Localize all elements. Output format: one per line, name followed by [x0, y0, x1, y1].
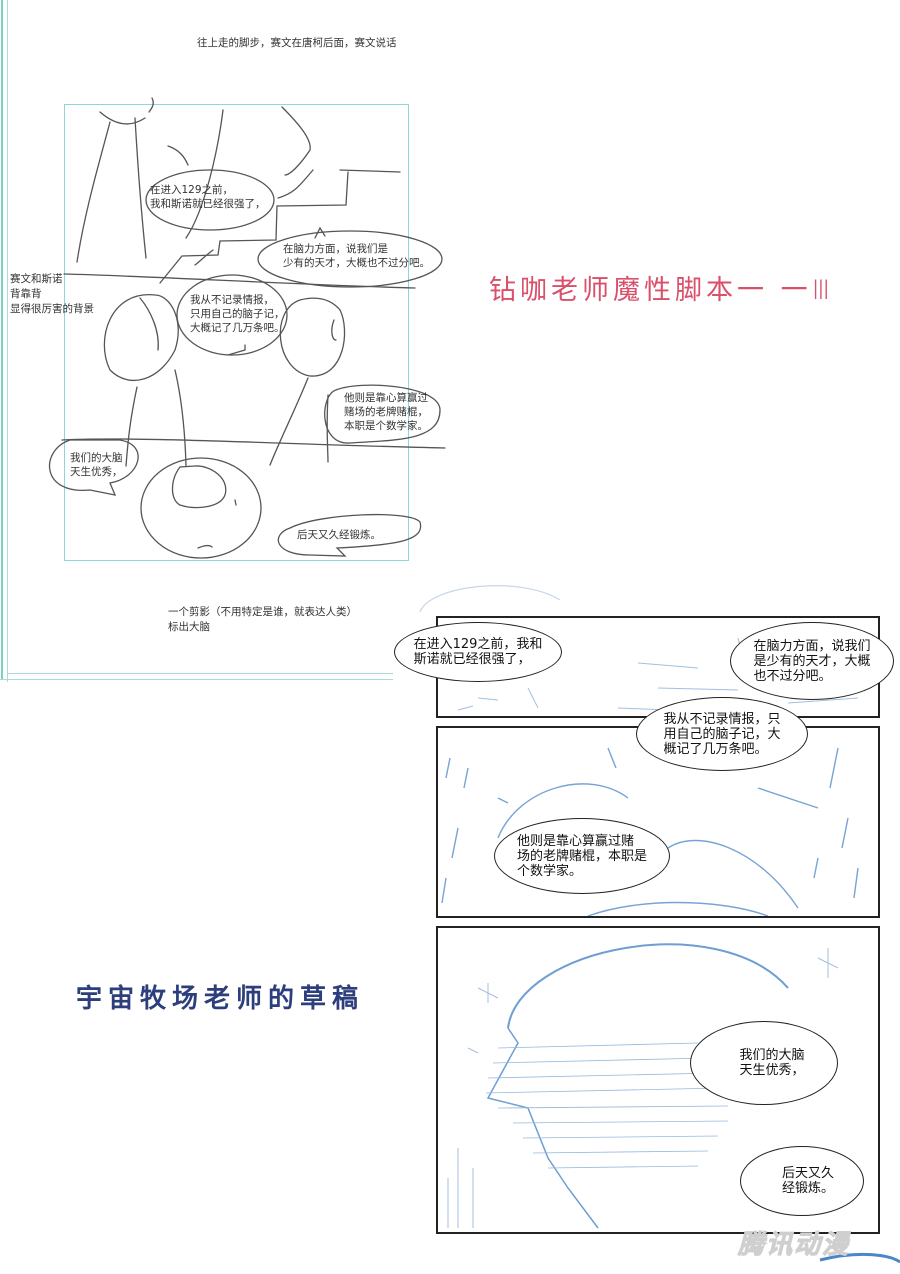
sketch-bubble: 在脑力方面，说我们是 少有的天才，大概也不过分吧。 — [283, 243, 430, 269]
panel-3-brain-art — [447, 943, 839, 1229]
comic-bubble: 在脑力方面，说我们 是少有的天才，大概 也不过分吧。 — [730, 622, 894, 700]
comic-bubble: 后天又久 经锻炼。 — [740, 1146, 864, 1216]
panel-2-art — [441, 747, 859, 916]
draft-credit-title: 宇宙牧场老师的草稿 — [76, 984, 365, 1014]
sketch-bubble: 后天又久经锻炼。 — [297, 529, 381, 541]
page-margin-line — [1, 0, 3, 680]
sketch-bubble: 在进入129之前， 我和斯诺就已经很强了， — [150, 184, 266, 210]
watermark-logo: 腾讯动漫 — [737, 1230, 851, 1261]
sketch-bubble: 我们的大脑 天生优秀， — [70, 452, 123, 478]
sketch-frame-guide — [64, 104, 409, 561]
sketch-bottom-note: 一个剪影（不用特定是谁，就表达人类） 标出大脑 — [168, 606, 357, 633]
comic-bubble: 我从不记录情报，只 用自己的脑子记，大 概记了几万条吧。 — [636, 697, 808, 771]
sketch-top-note: 往上走的脚步，赛文在唐柯后面，赛文说话 — [197, 37, 397, 49]
script-credit-title: 钻咖老师魔性脚本一 一Ⅲ — [489, 275, 835, 306]
comic-bubble: 我们的大脑 天生优秀， — [690, 1021, 838, 1105]
sketch-drawing — [48, 97, 446, 559]
page-margin-line — [8, 673, 393, 674]
comic-bubble: 他则是靠心算赢过赌 场的老牌赌棍，本职是 个数学家。 — [494, 818, 670, 894]
page-margin-line — [0, 679, 393, 680]
comic-bubble: 在进入129之前，我和 斯诺就已经很强了， — [394, 622, 562, 682]
page-margin-line — [7, 0, 8, 682]
sketch-side-note: 赛文和斯诺 背靠背 显得很厉害的背景 — [10, 273, 94, 315]
sketch-bubble: 我从不记录情报， 只用自己的脑子记， 大概记了几万条吧。 — [190, 294, 285, 334]
sketch-bubble: 他则是靠心算赢过 赌场的老牌赌棍， 本职是个数学家。 — [344, 392, 428, 432]
